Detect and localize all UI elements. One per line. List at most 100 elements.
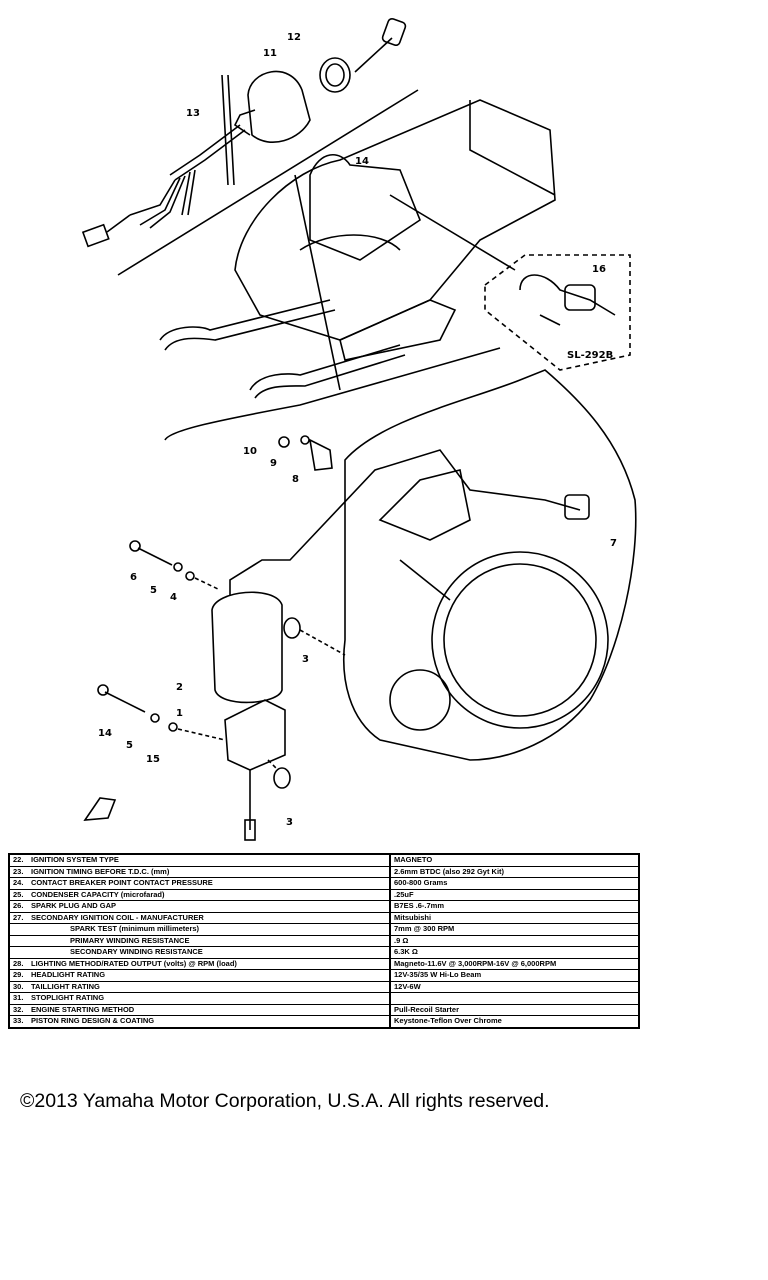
grommet-3b — [273, 767, 291, 789]
switch-housing — [169, 70, 311, 181]
washer-5 — [173, 562, 183, 572]
spec-value — [390, 992, 639, 1004]
ignition-coil — [211, 449, 590, 704]
spec-value: Magneto-11.6V @ 3,000RPM-16V @ 6,000RPM — [390, 957, 639, 970]
callout-14: 14 — [98, 728, 112, 739]
magneto-housing — [342, 369, 637, 761]
spec-value: MAGNETO — [390, 853, 639, 866]
spec-number: 24. — [13, 878, 24, 887]
callout-12: 12 — [287, 32, 301, 43]
spec-row: 29. HEADLIGHT RATING 12V-35/35 W Hi-Lo Bea… — [9, 969, 639, 981]
spec-value: .9 Ω — [390, 934, 639, 947]
cable-strap — [221, 74, 235, 186]
leader-line — [389, 194, 516, 271]
callout-3b: 3 — [286, 817, 293, 828]
spec-number: 30. — [13, 981, 24, 991]
spec-label: SPARK PLUG AND GAP — [31, 901, 117, 910]
spec-label-cell: 27.SECONDARY IGNITION COIL - MANUFACTURE… — [9, 911, 391, 924]
spec-row: 22. IGNITION SYSTEM TYPE MAGNETO — [9, 853, 639, 866]
callout-2: 2 — [176, 682, 183, 693]
spec-row: 28. LIGHTING METHOD/RATED OUTPUT (volts) … — [9, 957, 639, 970]
spec-value: Keystone-Teflon Over Chrome — [390, 1015, 639, 1028]
callout-4: 4 — [170, 592, 177, 603]
snowmobile-body — [234, 99, 556, 361]
callout-5a: 5 — [150, 585, 157, 596]
spec-number: 33. — [13, 1016, 24, 1026]
callout-14-top: 14 — [355, 156, 369, 167]
spec-value: 600-800 Grams — [390, 877, 639, 889]
spec-label-cell: 24. CONTACT BREAKER POINT CONTACT PRESSUR… — [9, 877, 391, 889]
switch-cap — [319, 57, 351, 93]
spec-number: 29. — [13, 970, 24, 979]
direction-arrow-icon — [83, 797, 117, 821]
washer-4 — [185, 571, 195, 581]
leader-line — [267, 759, 279, 771]
screw-10 — [278, 436, 290, 448]
spec-label-cell: 29. HEADLIGHT RATING — [9, 969, 391, 981]
spec-value: 6.3K Ω — [390, 946, 639, 958]
spec-row: SPARK TEST (minimum millimeters) 7mm @ 30… — [9, 923, 639, 935]
spec-label: CONDENSER CAPACITY (microfarad) — [31, 889, 165, 899]
spec-label: TAILLIGHT RATING — [31, 981, 100, 991]
spec-label-cell: 31. STOPLIGHT RATING — [9, 992, 391, 1004]
callout-9: 9 — [270, 458, 277, 469]
condenser — [224, 699, 286, 841]
spec-label: CONTACT BREAKER POINT CONTACT PRESSURE — [31, 878, 213, 887]
spec-row: 23. IGNITION TIMING BEFORE T.D.C. (mm) 2.6… — [9, 865, 639, 878]
spec-label-cell: 23. IGNITION TIMING BEFORE T.D.C. (mm) — [9, 865, 391, 878]
spec-number: 26. — [13, 901, 24, 910]
ignition-key — [354, 17, 407, 73]
spec-row: 25.CONDENSER CAPACITY (microfarad).25uF — [9, 888, 639, 901]
spec-value: 12V-35/35 W Hi-Lo Beam — [390, 969, 639, 981]
spec-number: 32. — [13, 1004, 24, 1014]
snowmobile-skis — [159, 299, 406, 399]
spec-number: 22. — [13, 855, 24, 864]
spec-number: 31. — [13, 993, 24, 1002]
spec-row: 33. PISTON RING DESIGN & COATING Keystone-… — [9, 1015, 639, 1028]
spec-label: LIGHTING METHOD/RATED OUTPUT (volts) @ R… — [31, 958, 237, 968]
spec-label: IGNITION TIMING BEFORE T.D.C. (mm) — [31, 866, 170, 876]
callout-10: 10 — [243, 446, 257, 457]
callout-1: 1 — [176, 708, 183, 719]
callout-8: 8 — [292, 474, 299, 485]
spec-label: ENGINE STARTING METHOD — [31, 1004, 135, 1014]
spec-label-cell: 30. TAILLIGHT RATING — [9, 980, 391, 993]
spec-row: 27.SECONDARY IGNITION COIL - MANUFACTURE… — [9, 911, 639, 924]
bolt-6 — [129, 540, 173, 566]
spec-label: HEADLIGHT RATING — [31, 970, 106, 979]
bracket-8 — [308, 438, 333, 471]
separator-line-middle — [164, 347, 501, 441]
leader-line — [194, 577, 221, 591]
leader-line — [177, 728, 226, 741]
spec-label-cell: SPARK TEST (minimum millimeters) — [9, 923, 391, 935]
spec-value: 7mm @ 300 RPM — [390, 923, 639, 935]
washer-9 — [300, 435, 310, 445]
bolt-14 — [97, 684, 146, 713]
spec-value: 2.6mm BTDC (also 292 Gyt Kit) — [390, 865, 639, 878]
spec-label-cell: 22. IGNITION SYSTEM TYPE — [9, 853, 391, 866]
spec-label-cell: 33. PISTON RING DESIGN & COATING — [9, 1015, 391, 1028]
spec-value: Pull-Recoil Starter — [390, 1003, 639, 1016]
washer-15 — [168, 722, 178, 732]
spec-label: PISTON RING DESIGN & COATING — [31, 1016, 155, 1026]
spec-label-cell: 28. LIGHTING METHOD/RATED OUTPUT (volts) … — [9, 957, 391, 970]
spec-number: 25. — [13, 889, 24, 899]
spec-label-cell: PRIMARY WINDING RESISTANCE — [9, 934, 391, 947]
spec-value: B7ES .6-.7mm — [390, 900, 639, 912]
callout-3a: 3 — [302, 654, 309, 665]
grommet-3a — [283, 617, 301, 639]
kit-label: SL-292B — [567, 350, 613, 361]
callout-16: 16 — [592, 264, 606, 275]
spec-label: IGNITION SYSTEM TYPE — [31, 855, 119, 864]
leader-line — [294, 174, 341, 391]
wire-harness — [81, 169, 196, 248]
spec-number: 28. — [13, 958, 24, 968]
leader-line — [299, 629, 346, 656]
spec-number: 27. — [13, 912, 24, 922]
spec-value: Mitsubishi — [390, 911, 639, 924]
spec-number: 23. — [13, 866, 24, 876]
spec-label: SPARK TEST (minimum millimeters) — [70, 924, 200, 933]
spec-label: STOPLIGHT RATING — [31, 993, 105, 1002]
